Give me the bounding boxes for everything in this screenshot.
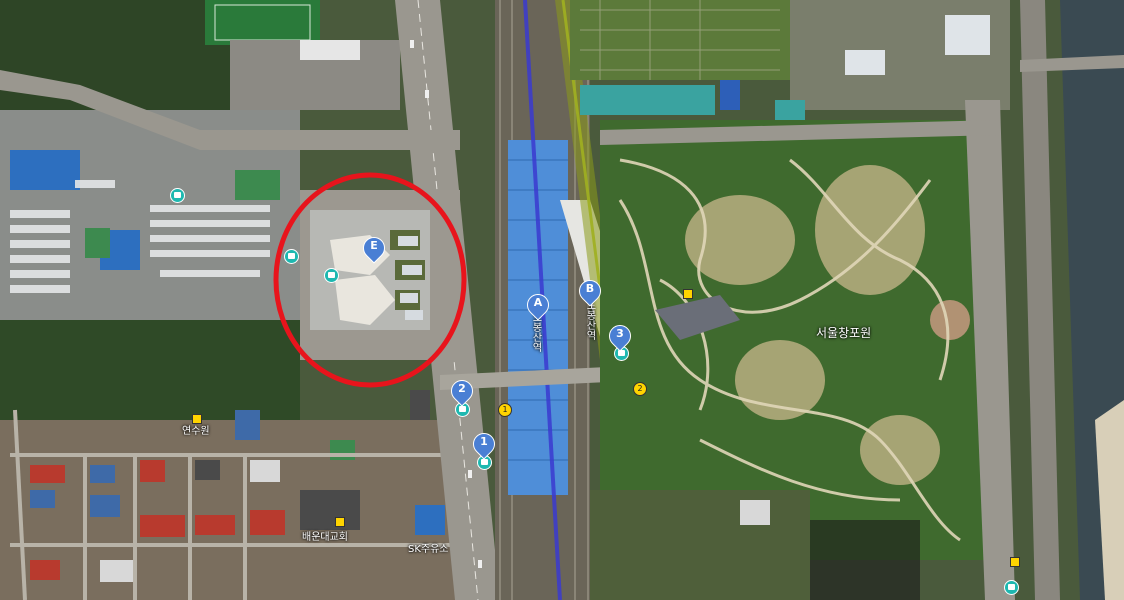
station-a-label[interactable]: 도봉산역 xyxy=(530,312,541,352)
area-label-1[interactable]: 연수원 xyxy=(182,426,210,437)
poi-marker[interactable] xyxy=(192,414,202,424)
station-b-label[interactable]: 도봉산역 xyxy=(584,300,595,340)
pin-label: B xyxy=(585,282,595,295)
map-pin-b[interactable]: B xyxy=(574,275,606,308)
poi-marker[interactable] xyxy=(683,289,693,299)
pin-label: 3 xyxy=(616,327,624,340)
bus-stop-icon[interactable] xyxy=(1004,580,1019,595)
pin-label: 1 xyxy=(480,435,488,448)
bus-stop-icon[interactable] xyxy=(170,188,185,203)
bus-stop-icon[interactable] xyxy=(324,268,339,283)
pin-label: E xyxy=(370,239,378,252)
subway-exit-2[interactable]: 2 xyxy=(633,382,647,396)
area-label-2[interactable]: 배운대교회 xyxy=(302,532,348,543)
map-pin-2[interactable]: 2 xyxy=(446,375,478,408)
area-label-3[interactable]: SK주유소 xyxy=(408,544,449,555)
subway-exit-1[interactable]: 1 xyxy=(498,403,512,417)
poi-marker[interactable] xyxy=(1010,557,1020,567)
pin-label: 2 xyxy=(458,382,466,395)
map-pin-3[interactable]: 3 xyxy=(604,320,636,353)
map-pin-a[interactable]: A xyxy=(522,289,554,322)
map-pin-1[interactable]: 1 xyxy=(468,428,500,461)
bus-stop-icon[interactable] xyxy=(284,249,299,264)
poi-marker[interactable] xyxy=(335,517,345,527)
bus-stop-icon[interactable] xyxy=(455,402,470,417)
map-pin-e[interactable]: E xyxy=(358,232,390,265)
pin-label: A xyxy=(533,296,543,309)
park-label[interactable]: 서울창포원 xyxy=(816,326,872,340)
